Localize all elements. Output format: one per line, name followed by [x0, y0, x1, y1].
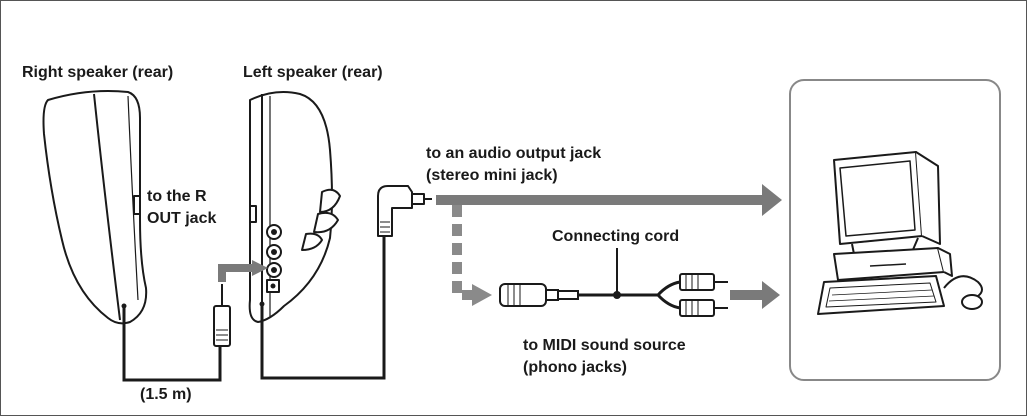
r-out-label-line2: OUT jack — [147, 210, 217, 227]
audio-output-label-line1: to an audio output jack — [426, 145, 602, 162]
phono-arrow — [730, 290, 766, 300]
right-speaker-label: Right speaker (rear) — [22, 64, 174, 81]
computer-icon — [817, 151, 983, 315]
left-speaker-cable — [260, 234, 386, 380]
speaker-link-cable — [122, 308, 222, 382]
r-out-label-line1: to the R — [147, 188, 207, 205]
cable-length-label: (1.5 m) — [140, 386, 192, 403]
connecting-cord — [499, 248, 728, 317]
left-speaker-label: Left speaker (rear) — [243, 64, 383, 81]
left-speaker — [248, 91, 341, 323]
connecting-cord-label: Connecting cord — [552, 228, 680, 245]
midi-label-line1: to MIDI sound source — [523, 337, 686, 354]
alternative-dashed-arrow — [452, 205, 492, 306]
stereo-mini-plug — [377, 185, 432, 237]
audio-output-arrow — [436, 195, 766, 205]
right-speaker — [42, 90, 148, 325]
midi-label-line2: (phono jacks) — [523, 359, 628, 376]
audio-output-label-line2: (stereo mini jack) — [426, 167, 558, 184]
mini-plug-right-out — [213, 284, 231, 347]
r-out-arrow — [218, 264, 254, 282]
